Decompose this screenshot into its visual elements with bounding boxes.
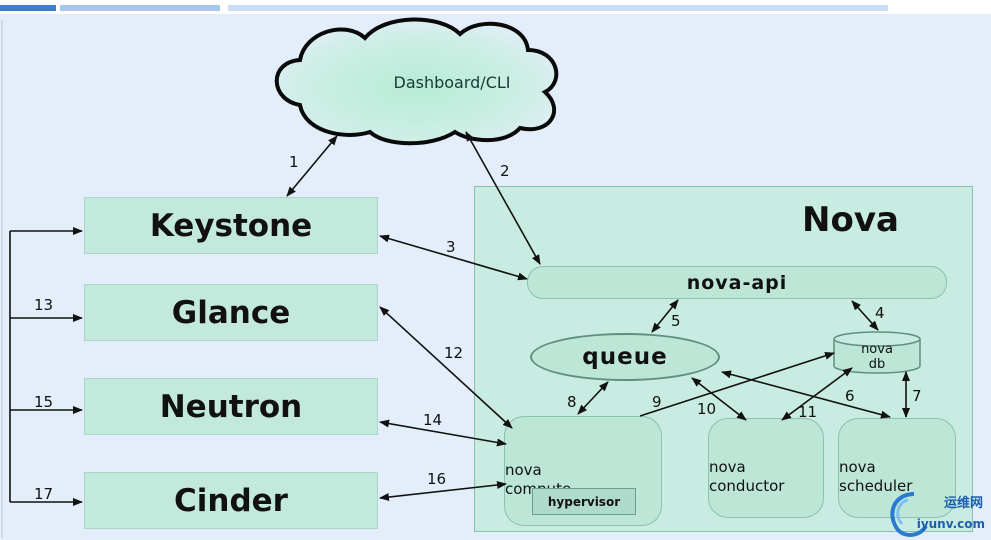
arrow-label-6: 6 — [845, 387, 855, 405]
arrow-12 — [379, 306, 513, 429]
nova-db-line1: nova — [861, 342, 893, 357]
arrow-label-5: 5 — [671, 312, 681, 330]
nova-db-line2: db — [868, 357, 886, 372]
watermark-text-bottom: iyunv.com — [916, 517, 985, 531]
nova-title: Nova — [802, 200, 899, 240]
arrow-16 — [379, 481, 507, 501]
nova-scheduler-line1: nova — [839, 458, 876, 476]
arrow-label-16: 16 — [427, 470, 447, 488]
arrow-label-17: 17 — [34, 485, 54, 503]
arrow-14 — [379, 419, 507, 447]
arrow-label-9: 9 — [652, 393, 662, 411]
progress-segment-3 — [228, 5, 888, 11]
arrow-label-13: 13 — [34, 296, 54, 314]
queue-ellipse: queue — [530, 333, 720, 381]
cloud-label: Dashboard/CLI — [393, 73, 511, 92]
nova-db-label: nova db — [834, 342, 920, 372]
cloud-icon — [274, 17, 559, 146]
glance-box: Glance — [84, 284, 378, 341]
arrow-label-1: 1 — [289, 153, 299, 171]
arrow-5 — [651, 299, 679, 333]
progress-segment-2 — [60, 5, 220, 11]
arrow-label-2: 2 — [500, 162, 510, 180]
arrow-8 — [577, 381, 609, 415]
arrow-label-12: 12 — [444, 344, 464, 362]
nova-api-box: nova-api — [527, 266, 947, 299]
nova-compute-line1: nova — [505, 461, 542, 479]
arrow-label-4: 4 — [875, 304, 885, 322]
keystone-box: Keystone — [84, 197, 378, 254]
nova-conductor-line1: nova — [709, 458, 746, 476]
nova-conductor-box: nova conductor — [708, 418, 824, 518]
watermark-text-top: 运维网 — [943, 496, 983, 511]
arrow-3 — [379, 234, 528, 281]
hypervisor-box: hypervisor — [532, 488, 636, 515]
neutron-box: Neutron — [84, 378, 378, 435]
nova-scheduler-box: nova scheduler — [838, 418, 956, 518]
arrow-label-7: 7 — [912, 387, 922, 405]
nova-scheduler-line2: scheduler — [839, 477, 913, 495]
nova-conductor-line2: conductor — [709, 477, 785, 495]
arrow-label-15: 15 — [34, 393, 54, 411]
arrow-label-11: 11 — [798, 403, 818, 421]
progress-segment-1 — [0, 5, 56, 11]
cinder-box: Cinder — [84, 472, 378, 529]
watermark-logo-icon — [890, 492, 928, 537]
arrow-1 — [286, 135, 338, 197]
arrow-label-10: 10 — [697, 400, 717, 418]
arrow-label-14: 14 — [423, 411, 443, 429]
top-progress-bar — [0, 0, 991, 14]
arrow-10 — [691, 377, 747, 421]
arrow-4 — [851, 300, 879, 331]
arrow-11 — [781, 367, 853, 421]
arrow-2 — [465, 131, 541, 265]
slide-frame — [1, 20, 987, 538]
arrow-label-8: 8 — [567, 393, 577, 411]
arrow-label-3: 3 — [446, 238, 456, 256]
